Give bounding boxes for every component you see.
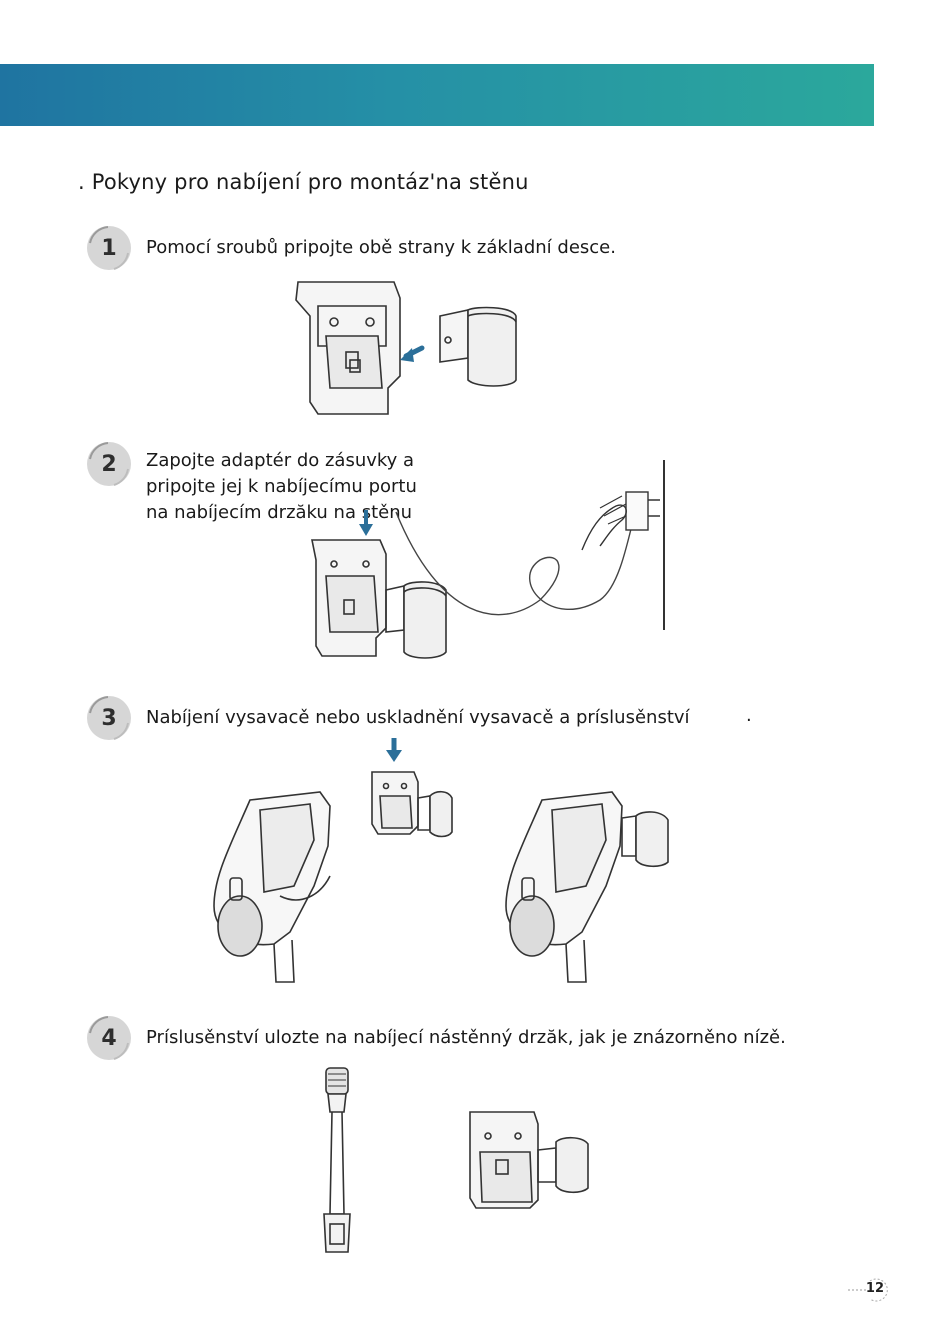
wall-holder-icon [469, 1111, 589, 1209]
accessory-storage-illustration [316, 1064, 606, 1256]
vacuum-docking-illustration [210, 736, 690, 996]
step-1-line: Pomocí sroubů pripojte obě strany k zákl… [146, 237, 616, 258]
step-2-line: pripojte jej k nabíjecímu portu [146, 476, 417, 497]
step-4-text: Príslusěnství ulozte na nabíjecí nástěnn… [146, 1025, 786, 1051]
step-2-text: Zapojte adaptér do zásuvky a pripojte je… [146, 448, 417, 526]
page-number: 12 [846, 1277, 896, 1303]
mount-assembly-illustration [290, 276, 530, 426]
page-number-text: 12 [865, 1281, 884, 1296]
adapter-wall-socket-illustration [300, 460, 680, 670]
step-1-number: 1 [101, 235, 117, 261]
step-2-line: na nabíjecím drzăku na stěnu [146, 502, 413, 523]
step-3-line: Nabíjení vysavacě nebo uskladnění vysava… [146, 707, 690, 728]
step-1-text: Pomocí sroubů pripojte obě strany k zákl… [146, 235, 616, 261]
step-4-number: 4 [101, 1025, 117, 1051]
vacuum-body-right [505, 791, 669, 983]
step-1-badge: 1 [84, 223, 134, 273]
step-3-badge: 3 [84, 693, 134, 743]
vacuum-body-left [213, 791, 331, 983]
step-4-line: Príslusěnství ulozte na nabíjecí nástěnn… [146, 1027, 786, 1048]
step-2-number: 2 [101, 451, 117, 477]
section-title: . Pokyny pro nabíjení pro montáz'na stěn… [78, 170, 529, 194]
step-3-trailing-mark: . [746, 705, 752, 726]
step-4-badge: 4 [84, 1013, 134, 1063]
step-2-badge: 2 [84, 439, 134, 489]
step-2-line: Zapojte adaptér do zásuvky a [146, 450, 415, 471]
header-banner [0, 64, 874, 126]
step-3-text: Nabíjení vysavacě nebo uskladnění vysava… [146, 705, 690, 731]
crevice-tool-icon [323, 1067, 351, 1253]
step-3-number: 3 [101, 705, 117, 731]
